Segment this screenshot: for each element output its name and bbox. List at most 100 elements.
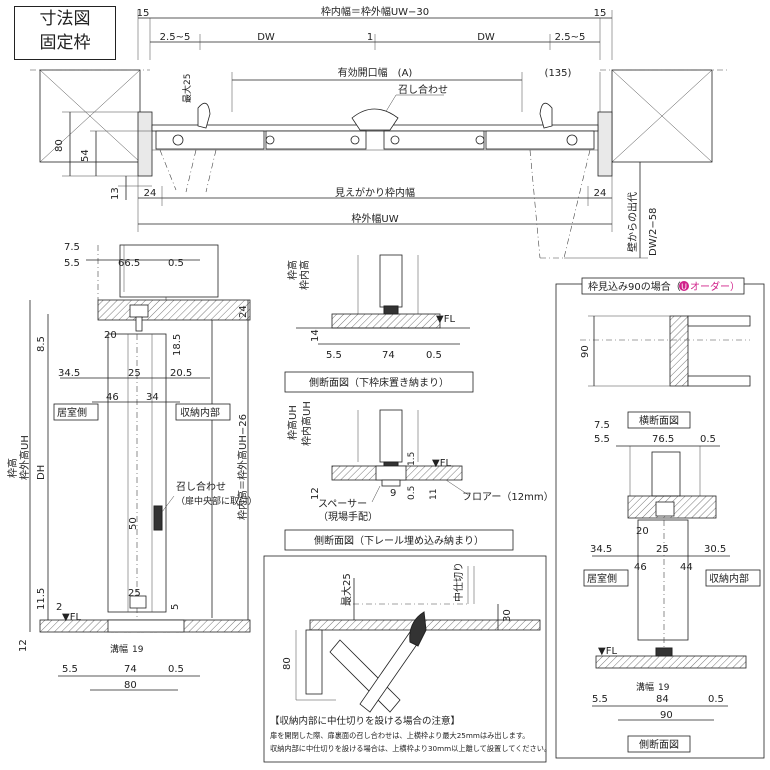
partition-80: 80 (282, 657, 293, 670)
note-line-1: 扉を開閉した際、扉裏面の召し合わせは、上横枠より最大25mmはみ出します。 (270, 731, 529, 740)
right-b84: 84 (656, 694, 669, 705)
title-badge: 寸法図 固定枠 (14, 6, 116, 60)
dim-80: 80 (54, 139, 65, 152)
partition-handle (409, 611, 427, 647)
right-46: 46 (634, 562, 647, 573)
frame-inner-height: 枠内高＝枠外高UH−26 (236, 414, 249, 520)
meeting-label: 召し合わせ (398, 83, 448, 96)
dim-24-left: 24 (144, 188, 157, 199)
mid2-11: 11 (429, 489, 439, 500)
right-76-5: 76.5 (652, 434, 674, 445)
mid1-frame-inner: 枠内高 (298, 260, 311, 290)
left-section: 7.5 5.5 66.5 0.5 24 20 8.5 18.5 34.5 25 … (6, 242, 257, 691)
meeting-catch (153, 505, 163, 531)
mid2-frame-h: 枠高UH (286, 405, 299, 440)
dim-12: 12 (18, 639, 29, 652)
handle-right (539, 102, 553, 129)
mid1-74: 74 (382, 350, 395, 361)
right-5-5: 5.5 (594, 434, 610, 445)
dim-15-right: 15 (594, 8, 607, 19)
groove-19-left: 19 (132, 645, 144, 655)
mid1-caption: 側断面図（下枠床置き納まり） (309, 376, 449, 389)
dim-7-5: 7.5 (64, 242, 80, 253)
partition-box: 最大25 中仕切り 30 80 【収納内部に中仕切りを設ける場合の注意】 扉を開… (263, 555, 551, 763)
note-line-2: 収納内部に中仕切りを設ける場合は、上横枠より30mm以上離して設置してください。 (270, 744, 551, 753)
mid2-spacer-2: （現場手配） (318, 510, 378, 523)
door-leaves (155, 130, 595, 150)
right-groove: 溝幅 (636, 681, 654, 693)
mid1-frame-h: 枠高 (286, 260, 299, 280)
mid1-0-5: 0.5 (426, 350, 442, 361)
dim-25: 25 (128, 368, 141, 379)
right-b5-5: 5.5 (592, 694, 608, 705)
right-title-pre: 枠見込み90の場合（ (588, 280, 681, 293)
bottom-0-5-left: 0.5 (168, 664, 184, 675)
mid1-floor-frame (331, 313, 441, 329)
wall-projection-2: DW/2−58 (648, 208, 659, 256)
right-0-5: 0.5 (700, 434, 716, 445)
u-order-badge-letter: U (681, 283, 687, 292)
mid2-0-5: 0.5 (407, 486, 417, 500)
right-box: 枠見込み90の場合（ U オーダー） 90 横断面図 7.5 5.5 76.5 … (555, 277, 765, 759)
groove-label-left: 溝幅 (110, 643, 128, 655)
mid2-frame-inner: 枠内高UH (300, 401, 313, 446)
dw-right: DW (477, 32, 495, 43)
dim-0-5: 0.5 (168, 258, 184, 269)
frame-height-h: 枠高 (6, 458, 19, 478)
dim-8-5: 8.5 (36, 336, 47, 352)
partition-max25: 最大25 (340, 573, 353, 606)
right-44: 44 (680, 562, 693, 573)
dim-46: 46 (106, 392, 119, 403)
dw-left: DW (257, 32, 275, 43)
right-25: 25 (656, 544, 669, 555)
frame-height-uh: 枠外高UH (18, 435, 31, 480)
center-1: 1 (367, 32, 373, 43)
room-side-label: 居室側 (57, 406, 87, 419)
max25-label: 最大25 (181, 74, 193, 103)
mid2-12: 12 (310, 487, 321, 500)
dim-5: 5 (170, 604, 181, 610)
badge-line-2: 固定枠 (39, 33, 91, 53)
mid-section-1: 枠高 枠内高 14 ▼FL 5.5 74 0.5 側断面図（下枠床置き納まり） (284, 254, 474, 393)
bottom-74-left: 74 (124, 664, 137, 675)
dim-13: 13 (110, 187, 121, 200)
dim-11-5: 11.5 (36, 588, 47, 610)
meeting-label-left: 召し合わせ (176, 480, 226, 493)
right-jamb (597, 111, 613, 177)
dim-135: (135) (545, 68, 572, 79)
u-order-badge-icon (679, 281, 689, 291)
outer-width: 枠外幅UW (351, 212, 398, 225)
dim-20-5: 20.5 (170, 368, 192, 379)
right-storage-side: 収納内部 (709, 572, 749, 585)
right-caption: 側断面図 (639, 738, 679, 751)
mid-partition-label: 中仕切り (452, 562, 465, 602)
dim-54: 54 (80, 149, 91, 162)
dim-inner-width: 枠内幅＝枠外幅UW−30 (321, 5, 429, 18)
dim-2: 2 (56, 602, 62, 613)
right-34-5: 34.5 (590, 544, 612, 555)
right-title-post: オーダー） (690, 280, 740, 293)
meeting-note-left: （扉中央部に取付） (176, 495, 257, 507)
dim-15-left: 15 (137, 8, 150, 19)
top-plan: 15 15 枠内幅＝枠外幅UW−30 2.5~5 DW 1 DW 2.5~5 有… (30, 5, 730, 259)
right-title-box (581, 277, 745, 295)
bottom-5-5-left: 5.5 (62, 664, 78, 675)
dim-20: 20 (104, 330, 117, 341)
wall-projection-1: 壁からの出代 (626, 192, 639, 252)
mid2-spacer-1: スペーサー (318, 498, 367, 510)
dim-25b: 25 (128, 588, 141, 599)
dim-34: 34 (146, 392, 159, 403)
dim-5-5: 5.5 (64, 258, 80, 269)
dim-25-5-left: 2.5~5 (160, 32, 191, 43)
mid2-caption-box (284, 529, 514, 551)
right-b0-5: 0.5 (708, 694, 724, 705)
dim-18-5: 18.5 (172, 334, 183, 356)
mid2-fl: ▼FL (432, 458, 451, 469)
center-catch (351, 108, 399, 131)
badge-line-1: 寸法図 (39, 9, 91, 29)
partition-30: 30 (502, 609, 513, 622)
left-jamb (137, 111, 153, 177)
right-door-section (637, 519, 689, 641)
mid1-5-5: 5.5 (326, 350, 342, 361)
